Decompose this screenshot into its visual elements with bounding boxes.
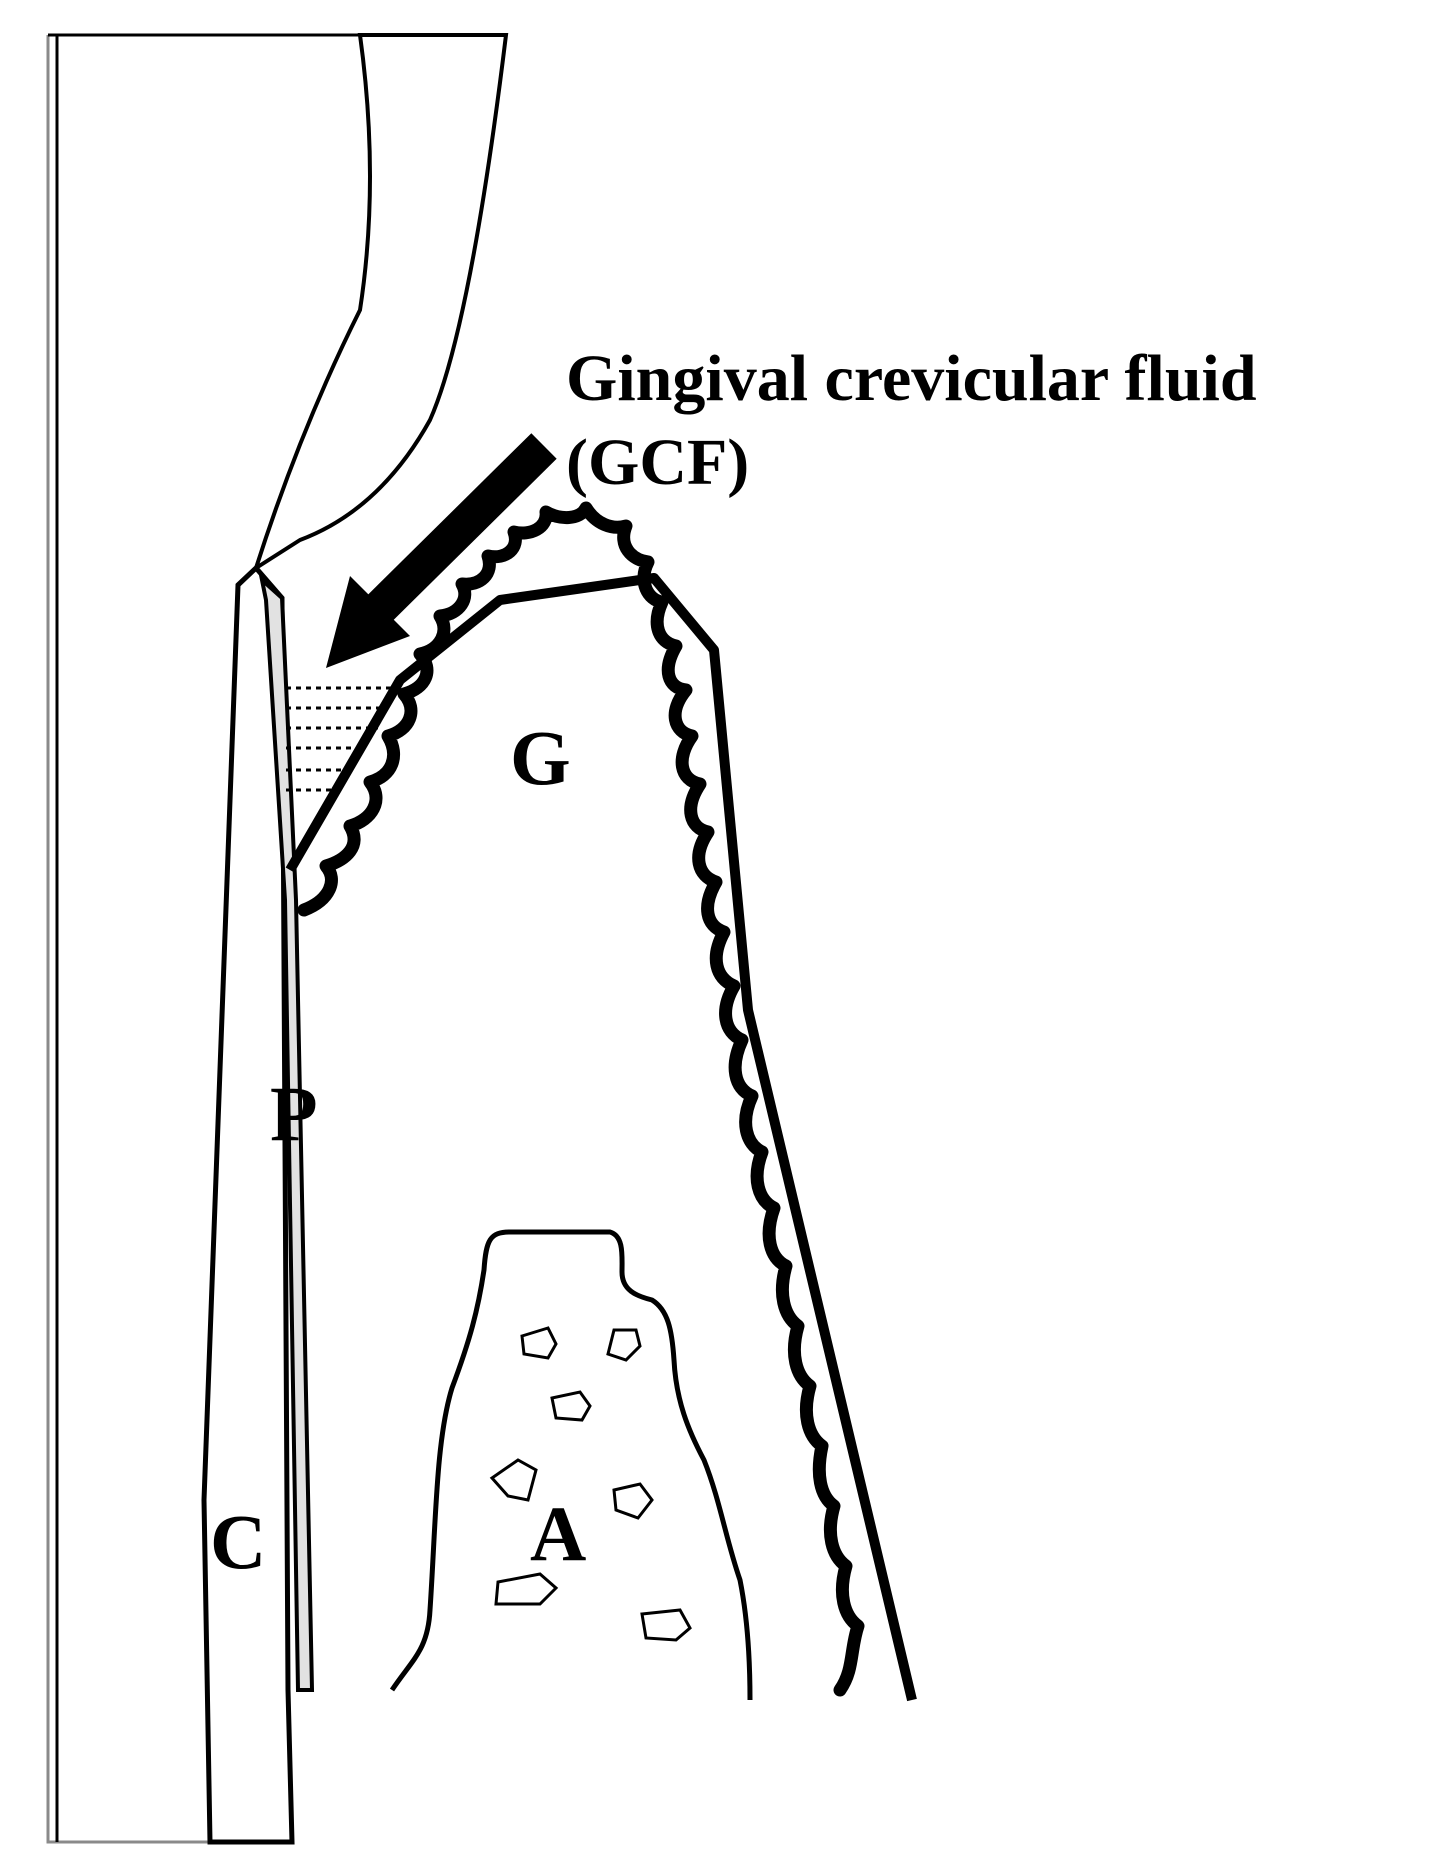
gcf-title-line2: (GCF): [566, 426, 749, 499]
label-periodontal-ligament: P: [270, 1070, 318, 1157]
epithelium-wavy-line: [297, 501, 865, 1697]
gingiva-outline: [285, 573, 917, 1702]
periodontal-ligament: [258, 574, 315, 1692]
label-alveolar-bone: A: [530, 1490, 586, 1577]
label-gingiva: G: [510, 714, 571, 801]
cementum-layer: [201, 564, 295, 1845]
alveolar-bone: [392, 1207, 508, 1690]
label-cementum: C: [210, 1498, 266, 1585]
bone-lacunae: [489, 1326, 692, 1642]
gcf-arrow: [326, 433, 557, 668]
crevicular-fluid-dots: [286, 686, 394, 792]
gcf-title-line1: Gingival crevicular fluid: [566, 342, 1257, 415]
enamel-crown: [252, 33, 509, 573]
alveolar-bone-outline: [389, 1229, 753, 1701]
tooth-root-outline: [46, 35, 210, 1844]
